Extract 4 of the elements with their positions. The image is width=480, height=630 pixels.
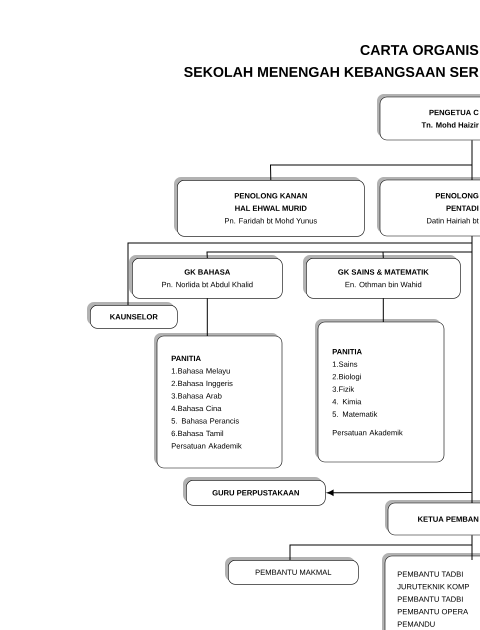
subtitle: SEKOLAH MENENGAH KEBANGSAAN SER: [184, 66, 478, 78]
connector-line: [206, 298, 208, 336]
title: CARTA ORGANIS: [360, 44, 478, 56]
connector-line: [382, 298, 384, 322]
